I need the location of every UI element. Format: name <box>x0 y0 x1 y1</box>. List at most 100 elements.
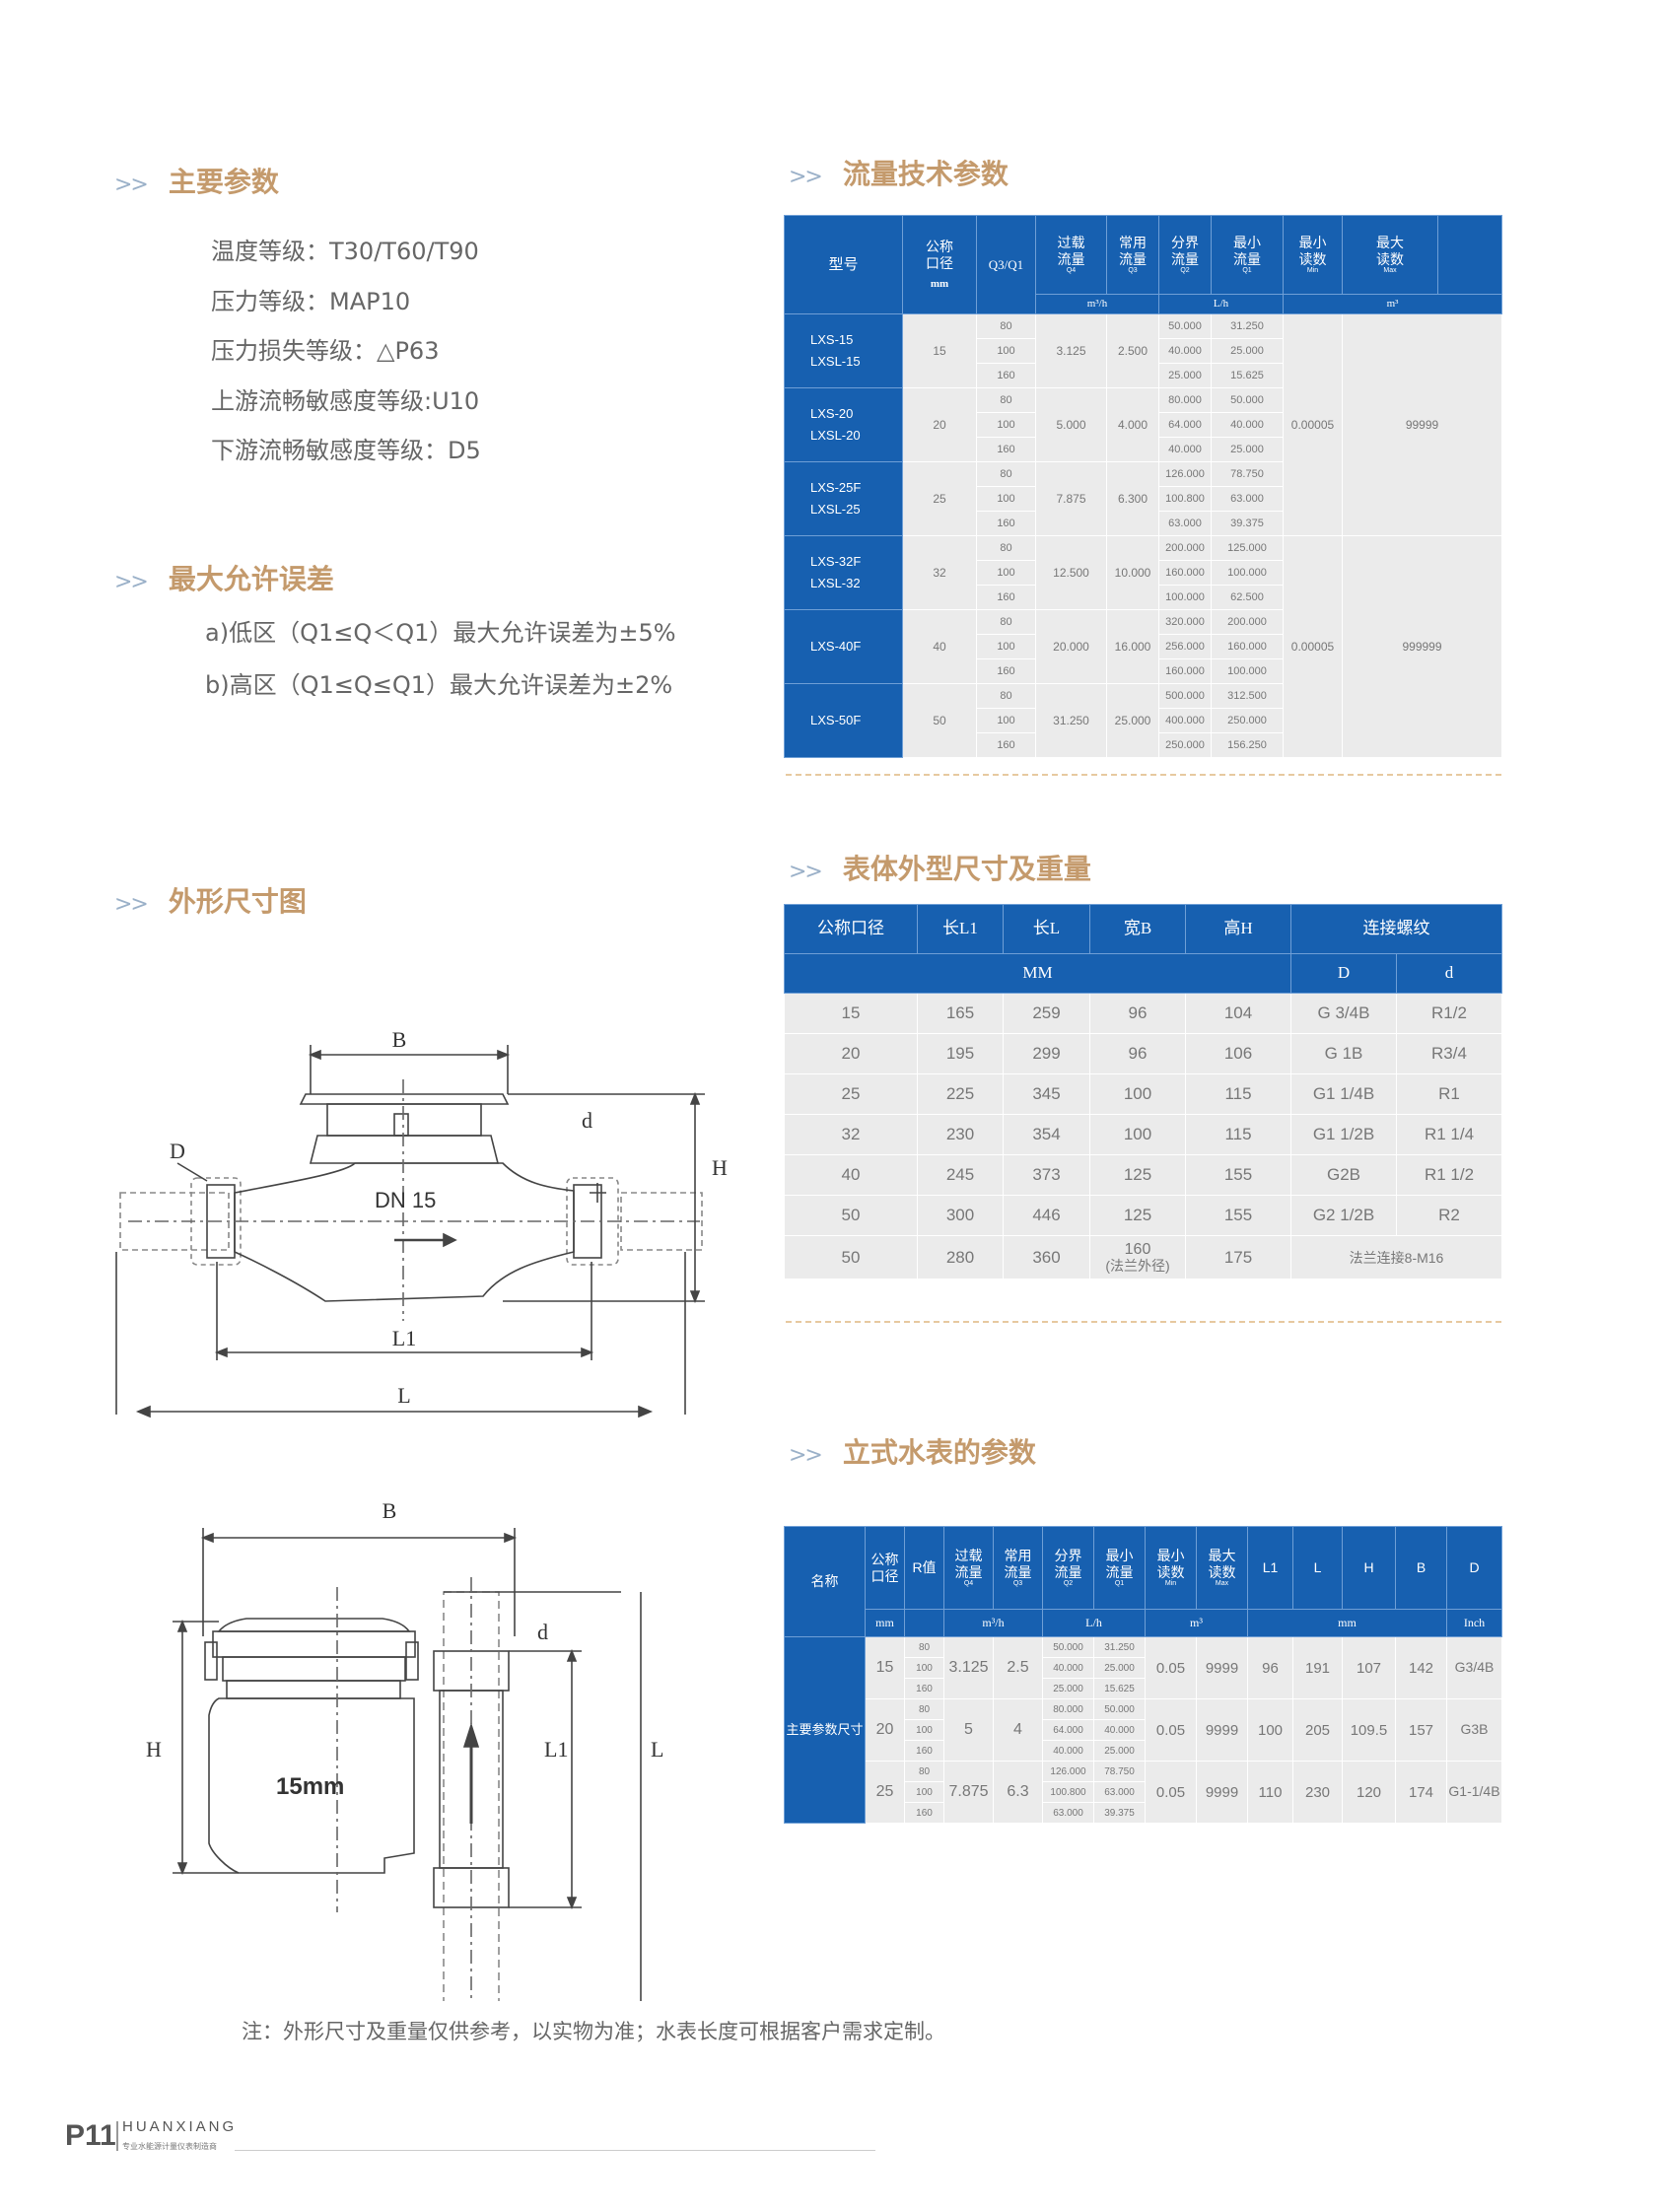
dim-cell-h: 155 <box>1185 1195 1291 1236</box>
divider-dashed <box>786 774 1501 776</box>
flow-cell-q1: 31.250 <box>1211 313 1284 339</box>
dim-cell-l1: 225 <box>917 1073 1004 1115</box>
flow-cell-dn: 20 <box>902 387 977 462</box>
vt-cell-d: G3/4B <box>1446 1636 1502 1699</box>
dim-cell-D: G 1B <box>1290 1033 1397 1074</box>
flow-cell-ratio: 160 <box>976 585 1036 610</box>
vt-cell-q3: 6.3 <box>993 1761 1043 1824</box>
vt-header-nominal: 公称口径 <box>865 1526 905 1610</box>
vt-cell-l: 191 <box>1292 1636 1343 1699</box>
vt-cell-q2: 40.000 <box>1042 1740 1094 1762</box>
dim-cell-l1: 165 <box>917 993 1004 1034</box>
flow-cell-q3: 16.000 <box>1106 609 1159 684</box>
flow-header-ratio: Q3/Q1 <box>976 215 1036 314</box>
footnote: 注：外形尺寸及重量仅供参考，以实物为准；水表长度可根据客户需求定制。 <box>242 2020 945 2043</box>
vt-cell-r: 160 <box>904 1678 944 1699</box>
flow-cell-ratio: 80 <box>976 683 1036 709</box>
vt-cell-q2: 126.000 <box>1042 1761 1094 1782</box>
flow-cell-q4: 20.000 <box>1035 609 1107 684</box>
vt-cell-d: G1-1/4B <box>1446 1761 1502 1824</box>
vt-cell-b: 174 <box>1395 1761 1447 1824</box>
dim-cell-d: R1 1/2 <box>1396 1154 1502 1196</box>
vt-cell-q1: 25.000 <box>1093 1740 1146 1762</box>
section-title-flow: >>流量技术参数 <box>789 158 1009 190</box>
vt-cell-dn: 25 <box>865 1761 905 1824</box>
dim-cell-l: 299 <box>1003 1033 1090 1074</box>
vt-cell-r: 100 <box>904 1657 944 1679</box>
dim-cell-dn: 50 <box>784 1195 918 1236</box>
vt-cell-dn: 15 <box>865 1636 905 1699</box>
flow-cell-q1: 25.000 <box>1211 437 1284 462</box>
section-title-main-params: >>主要参数 <box>114 166 279 198</box>
flow-cell-model: LXS-50F <box>784 683 903 758</box>
vt-unit-m3: m³ <box>1145 1609 1248 1637</box>
flow-cell-ratio: 80 <box>976 535 1036 561</box>
flow-cell-q2: 100.000 <box>1158 585 1212 610</box>
section-title-outline: >>外形尺寸图 <box>114 885 307 918</box>
vt-cell-q1: 63.000 <box>1093 1781 1146 1803</box>
vt-cell-q1: 31.250 <box>1093 1636 1146 1658</box>
vt-cell-q2: 64.000 <box>1042 1719 1094 1741</box>
vt-header-h: H <box>1342 1526 1396 1610</box>
dim-cell-D: G2 1/2B <box>1290 1195 1397 1236</box>
v-dim-label-h: H <box>146 1737 162 1762</box>
error-low-zone: a)低区（Q1≤Q＜Q1）最大允许误差为±5% <box>205 619 676 647</box>
dim-cell-b: 160(法兰外径) <box>1089 1235 1186 1279</box>
dim-cell-l: 354 <box>1003 1114 1090 1155</box>
flow-cell-q2: 126.000 <box>1158 461 1212 487</box>
vt-cell-min: 0.05 <box>1145 1636 1197 1699</box>
flow-cell-q1: 156.250 <box>1211 732 1284 758</box>
param-upstream: 上游流畅敏感度等级:U10 <box>211 387 480 415</box>
flow-cell-q2: 40.000 <box>1158 437 1212 462</box>
vt-cell-l: 205 <box>1292 1698 1343 1762</box>
dim-cell-b: 96 <box>1089 993 1186 1034</box>
vt-cell-max: 9999 <box>1196 1761 1248 1824</box>
v-dim-label-b: B <box>383 1498 397 1523</box>
flow-cell-ratio: 100 <box>976 412 1036 438</box>
vt-cell-q2: 25.000 <box>1042 1678 1094 1699</box>
horizontal-meter-drawing: B D d H DN 15 L1 L <box>115 1027 728 1418</box>
vt-cell-r: 80 <box>904 1761 944 1782</box>
flow-cell-max-read: 99999 <box>1342 313 1502 536</box>
flow-cell-q2: 64.000 <box>1158 412 1212 438</box>
flow-cell-q3: 4.000 <box>1106 387 1159 462</box>
dim-cell-l1: 300 <box>917 1195 1004 1236</box>
dim-cell-l: 373 <box>1003 1154 1090 1196</box>
param-pressure: 压力等级：MAP10 <box>211 288 411 315</box>
vt-header-r: R值 <box>904 1526 944 1610</box>
footer-tagline: 专业水能源计量仪表制造商 <box>122 2142 217 2151</box>
dim-header-l1: 长L1 <box>917 904 1004 954</box>
vt-unit-m3h: m³/h <box>943 1609 1043 1637</box>
flow-cell-q4: 7.875 <box>1035 461 1107 536</box>
flow-cell-ratio: 80 <box>976 387 1036 413</box>
flow-cell-ratio: 100 <box>976 634 1036 659</box>
dim-unit-mm: MM <box>784 953 1291 994</box>
dim-cell-l1: 280 <box>917 1235 1004 1279</box>
flow-cell-min-read: 0.00005 <box>1283 313 1343 536</box>
dim-cell-h: 155 <box>1185 1154 1291 1196</box>
vt-header-l: L <box>1292 1526 1343 1610</box>
flow-cell-model: LXS-20 LXSL-20 <box>784 387 903 462</box>
flow-cell-ratio: 160 <box>976 363 1036 388</box>
dim-cell-b: 100 <box>1089 1114 1186 1155</box>
flow-cell-q2: 500.000 <box>1158 683 1212 709</box>
flow-cell-q2: 50.000 <box>1158 313 1212 339</box>
vt-cell-dn: 20 <box>865 1698 905 1762</box>
flow-cell-min-read: 0.00005 <box>1283 535 1343 758</box>
flow-cell-q1: 62.500 <box>1211 585 1284 610</box>
